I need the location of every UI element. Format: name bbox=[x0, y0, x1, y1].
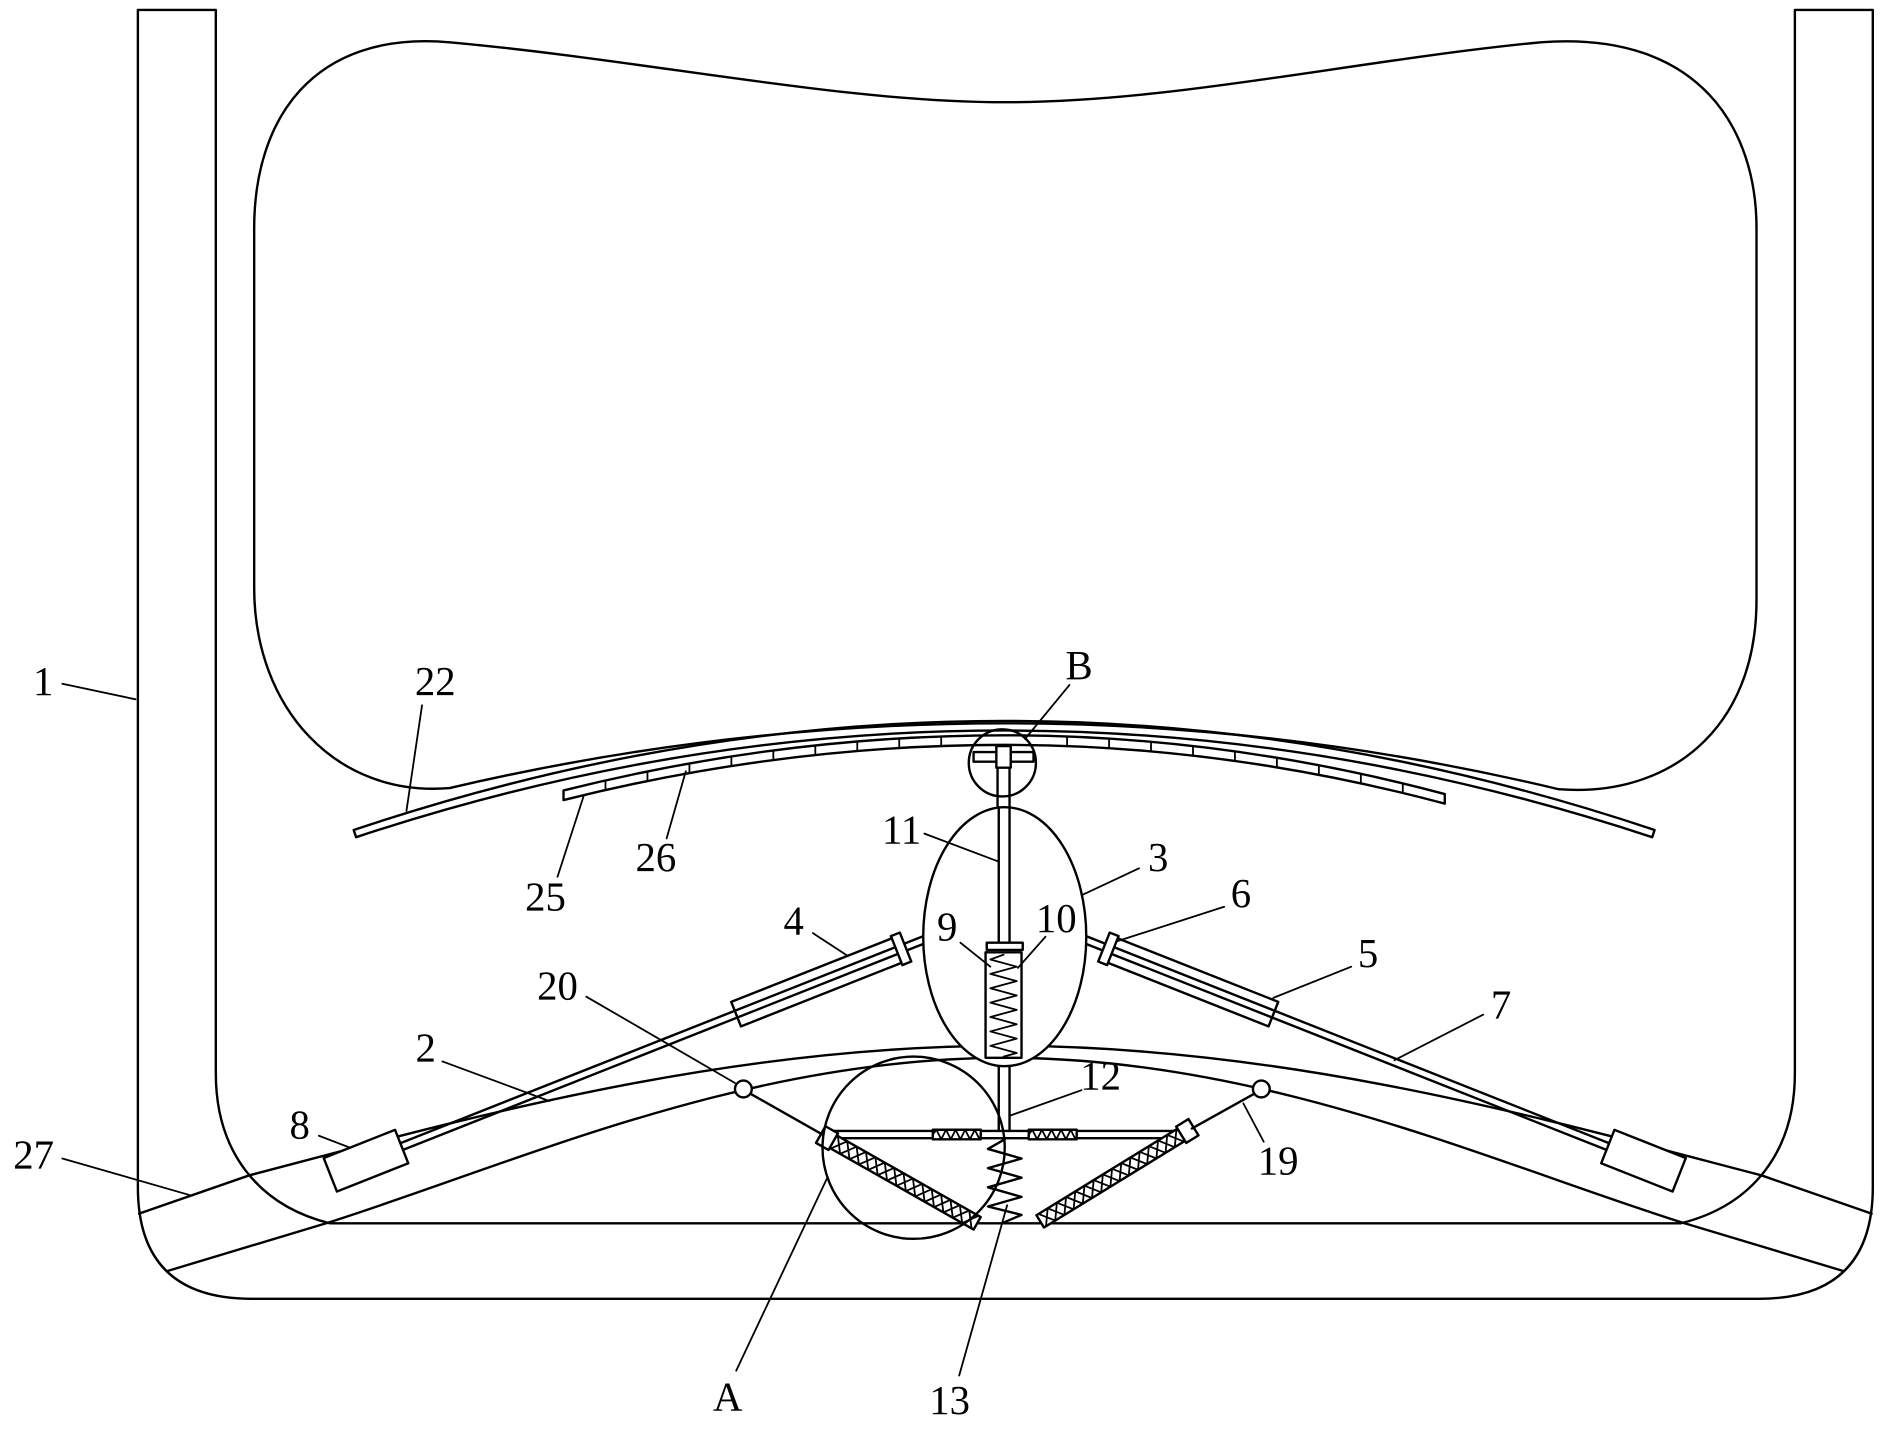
left-strut-lattice-b bbox=[820, 1135, 973, 1230]
lower-connecting-rod bbox=[997, 1065, 1011, 1133]
bottom-left-corner-lines bbox=[137, 1174, 328, 1273]
toothed-plate bbox=[562, 734, 1446, 805]
reference-label-12: 12 bbox=[1080, 1053, 1121, 1098]
upper-cushion-body bbox=[252, 40, 1758, 792]
detail-circle-a bbox=[821, 1055, 1006, 1241]
reference-label-9: 9 bbox=[937, 905, 957, 950]
reference-label-5: 5 bbox=[1358, 931, 1378, 976]
reference-label-20: 20 bbox=[537, 963, 578, 1008]
left-telescopic-arm bbox=[322, 931, 929, 1193]
container-frame bbox=[136, 8, 1875, 1301]
left-end-block bbox=[322, 1128, 410, 1193]
reference-label-2: 2 bbox=[415, 1026, 435, 1071]
reference-label-13: 13 bbox=[929, 1378, 970, 1423]
reference-label-3: 3 bbox=[1148, 835, 1168, 880]
detail-circle-b bbox=[967, 728, 1038, 798]
cross-bar bbox=[826, 1129, 1189, 1140]
right-strut-lattice-a bbox=[1045, 1128, 1195, 1228]
left-swing-rod bbox=[749, 1092, 824, 1136]
right-end-block bbox=[1600, 1128, 1687, 1193]
left-swing-rod-knob bbox=[733, 1079, 753, 1099]
leader-line-10 bbox=[1017, 935, 1047, 969]
reference-label-b: B bbox=[1065, 643, 1092, 688]
reference-label-7: 7 bbox=[1491, 983, 1511, 1028]
reference-label-10: 10 bbox=[1036, 896, 1077, 941]
curved-support-plate bbox=[352, 719, 1656, 839]
cross-bar-right-spring bbox=[1027, 1128, 1078, 1141]
leader-line-7 bbox=[1393, 1013, 1485, 1062]
leader-line-19 bbox=[1242, 1102, 1265, 1143]
leader-line-a bbox=[735, 1176, 829, 1372]
leader-line-2 bbox=[441, 1060, 551, 1102]
leader-line-25 bbox=[556, 794, 585, 878]
leader-line-27 bbox=[61, 1157, 193, 1197]
reference-label-1: 1 bbox=[33, 659, 53, 704]
leader-line-13 bbox=[958, 1204, 1009, 1377]
leader-line-11 bbox=[923, 832, 999, 863]
leader-line-6 bbox=[1115, 905, 1226, 943]
cross-bar-left-spring bbox=[931, 1128, 982, 1141]
leader-line-26 bbox=[665, 770, 687, 840]
top-rod-head bbox=[995, 744, 1012, 769]
right-lattice-strut bbox=[1035, 1117, 1200, 1229]
reference-label-27: 27 bbox=[13, 1132, 54, 1177]
reference-label-22: 22 bbox=[415, 659, 456, 704]
leader-line-22 bbox=[405, 704, 423, 812]
reference-label-25: 25 bbox=[525, 875, 566, 920]
spring-chamber bbox=[984, 951, 1023, 1060]
leader-line-4 bbox=[812, 932, 849, 957]
left-strut-lattice-a bbox=[827, 1129, 980, 1224]
leader-line-8 bbox=[318, 1134, 352, 1149]
reference-label-6: 6 bbox=[1231, 871, 1251, 916]
reference-label-8: 8 bbox=[290, 1102, 310, 1147]
left-arm-sleeve-cap bbox=[889, 931, 913, 967]
right-strut-lattice-b bbox=[1037, 1122, 1187, 1222]
leader-line-3 bbox=[1081, 867, 1140, 896]
inner-piston-rod bbox=[997, 806, 1011, 944]
reference-label-19: 19 bbox=[1258, 1138, 1299, 1183]
leader-lines bbox=[61, 682, 1485, 1377]
left-arm-rod bbox=[399, 934, 929, 1152]
leader-line-5 bbox=[1272, 965, 1353, 999]
reference-label-a: A bbox=[713, 1375, 743, 1420]
right-arm-sleeve-cap bbox=[1097, 931, 1120, 967]
right-arm-rod bbox=[1081, 934, 1611, 1152]
right-swing-rod bbox=[1190, 1092, 1256, 1130]
reference-label-4: 4 bbox=[784, 899, 804, 944]
toothed-plate-teeth bbox=[604, 735, 1404, 794]
inner-compression-spring bbox=[989, 953, 1018, 1058]
reference-label-11: 11 bbox=[882, 808, 921, 853]
right-telescopic-arm bbox=[1081, 931, 1687, 1193]
right-swing-rod-knob bbox=[1251, 1079, 1271, 1099]
oval-housing bbox=[922, 806, 1088, 1068]
leader-line-12 bbox=[1009, 1089, 1083, 1117]
leader-line-1 bbox=[61, 682, 137, 701]
reference-labels: 1 22 B 11 3 26 25 4 9 10 6 5 20 7 2 12 8… bbox=[13, 643, 1511, 1423]
leader-line-20 bbox=[585, 995, 736, 1084]
piston-plate bbox=[985, 941, 1024, 952]
leader-line-b bbox=[1024, 684, 1071, 740]
reference-label-26: 26 bbox=[635, 835, 676, 880]
bottom-right-corner-lines bbox=[1683, 1174, 1873, 1273]
leader-line-9 bbox=[959, 941, 992, 968]
